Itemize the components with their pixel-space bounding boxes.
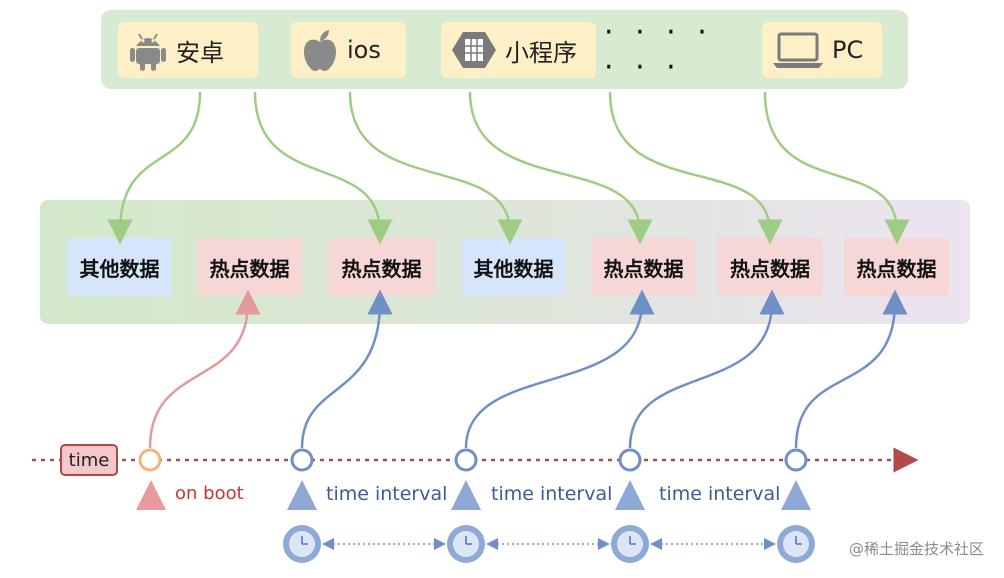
data-box-other: 其他数据 — [67, 238, 172, 296]
data-box-hot: 热点数据 — [328, 238, 435, 296]
clock-icon — [777, 525, 815, 563]
apple-icon — [301, 28, 339, 72]
arrow-interval3-to-box6 — [628, 289, 785, 449]
interval-label: time interval — [491, 483, 613, 505]
arrow-interval2-to-box5 — [464, 289, 655, 449]
platform-ios: ios — [291, 22, 406, 78]
boot-triangle — [136, 480, 166, 510]
platform-android: 安卓 — [118, 22, 258, 78]
platform-mini-program: 小程序 — [441, 22, 596, 78]
interval-triangle — [781, 480, 811, 510]
arrow-boot-to-box2 — [148, 289, 261, 449]
arrow-ios-to-box4 — [348, 91, 523, 245]
android-icon — [128, 28, 168, 72]
clock-icon — [447, 525, 485, 563]
arrow-pc-to-box7 — [763, 91, 910, 245]
arrow-android-to-box1 — [107, 91, 202, 245]
platform-label: PC — [832, 36, 864, 64]
interval-triangle — [615, 480, 645, 510]
arrow-miniprogram-to-box6 — [608, 91, 783, 245]
data-box-other: 其他数据 — [461, 238, 566, 296]
arrow-miniprogram-to-box5 — [468, 91, 653, 245]
interval-marker — [454, 448, 478, 472]
platform-label: ios — [347, 36, 381, 64]
mini-program-icon — [451, 30, 497, 70]
data-box-hot: 热点数据 — [717, 238, 823, 296]
interval-triangle — [287, 480, 317, 510]
boot-label: on boot — [175, 483, 244, 504]
watermark: @稀土掘金技术社区 — [848, 540, 984, 558]
interval-triangle — [451, 480, 481, 510]
interval-marker — [618, 448, 642, 472]
arrow-android-to-box3 — [253, 91, 393, 245]
interval-label: time interval — [659, 483, 781, 505]
interval-label: time interval — [326, 483, 448, 505]
arrow-interval1-to-box3 — [300, 289, 393, 449]
interval-marker — [784, 448, 808, 472]
platform-label: 安卓 — [176, 38, 224, 67]
clock-icon — [611, 525, 649, 563]
arrow-interval4-to-box7 — [794, 289, 908, 449]
platform-label: 小程序 — [505, 38, 577, 67]
time-label: time — [60, 444, 118, 476]
platform-pc: PC — [762, 22, 882, 78]
data-box-hot: 热点数据 — [844, 238, 949, 296]
laptop-icon — [772, 30, 824, 70]
data-box-hot: 热点数据 — [591, 238, 696, 296]
clock-icon — [283, 525, 321, 563]
interval-marker — [290, 448, 314, 472]
data-box-hot: 热点数据 — [197, 238, 302, 296]
boot-marker — [138, 448, 162, 472]
